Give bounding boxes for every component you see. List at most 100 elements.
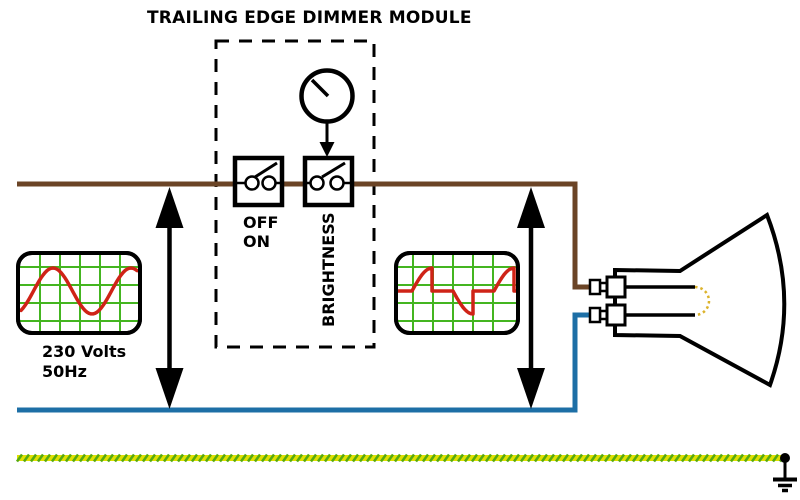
line — [120, 453, 129, 463]
line — [631, 453, 640, 463]
line — [428, 453, 437, 463]
line — [736, 453, 745, 463]
line — [351, 453, 360, 463]
line — [134, 453, 143, 463]
line — [750, 453, 759, 463]
rotary-knob-icon — [299, 68, 355, 124]
line — [771, 453, 780, 463]
line — [337, 453, 346, 463]
earth-wire-stripes — [15, 453, 787, 463]
double-headed-arrow-icon — [517, 187, 545, 409]
live-wire — [17, 181, 590, 290]
switch-label-on: ON — [243, 232, 270, 251]
knob-pointer — [310, 78, 330, 98]
spst-switch-icon — [232, 155, 285, 208]
line — [673, 453, 682, 463]
output-oscilloscope — [394, 251, 520, 335]
supply-frequency-label: 50Hz — [42, 362, 87, 381]
switch-lever — [321, 161, 346, 179]
lamp-terminal-neutral — [588, 303, 627, 327]
line — [57, 453, 66, 463]
earth-wire — [15, 453, 787, 463]
line — [127, 453, 136, 463]
line — [393, 453, 402, 463]
line — [757, 453, 766, 463]
line — [694, 453, 703, 463]
line — [190, 453, 199, 463]
line — [659, 453, 668, 463]
line — [743, 453, 752, 463]
input-waveform-trace — [20, 266, 138, 316]
line — [610, 453, 619, 463]
neutral-wire — [17, 312, 590, 413]
line — [113, 453, 122, 463]
line — [92, 453, 101, 463]
line — [323, 453, 332, 463]
line — [463, 453, 472, 463]
switch-lever — [254, 161, 278, 179]
line — [372, 453, 381, 463]
lamp-body — [613, 211, 787, 388]
brightness-switch-icon — [302, 155, 355, 208]
line — [491, 453, 500, 463]
line — [666, 453, 675, 463]
line — [253, 453, 262, 463]
line — [722, 453, 731, 463]
line — [183, 453, 192, 463]
line — [43, 453, 52, 463]
line — [498, 453, 507, 463]
line — [29, 453, 38, 463]
line — [169, 453, 178, 463]
line — [414, 453, 423, 463]
line — [162, 453, 171, 463]
line — [148, 453, 157, 463]
line — [484, 453, 493, 463]
line — [449, 453, 458, 463]
line — [687, 453, 696, 463]
line — [456, 453, 465, 463]
line — [141, 453, 150, 463]
lamp-terminal-live — [588, 275, 627, 299]
line — [764, 453, 773, 463]
line — [358, 453, 367, 463]
line — [78, 453, 87, 463]
brightness-label: BRIGHTNESS — [319, 212, 338, 327]
supply-voltage-label: 230 Volts — [42, 342, 127, 361]
line — [344, 453, 353, 463]
line — [575, 453, 584, 463]
line — [309, 453, 318, 463]
line — [680, 453, 689, 463]
line — [505, 453, 514, 463]
line — [652, 453, 661, 463]
line — [582, 453, 591, 463]
line — [15, 453, 24, 463]
line — [526, 453, 535, 463]
line — [22, 453, 31, 463]
line — [85, 453, 94, 463]
line — [316, 453, 325, 463]
line — [330, 453, 339, 463]
line — [407, 453, 416, 463]
line — [519, 453, 528, 463]
line — [295, 453, 304, 463]
line — [561, 453, 570, 463]
line — [281, 453, 290, 463]
line — [267, 453, 276, 463]
line — [211, 453, 220, 463]
line — [512, 453, 521, 463]
switch-label-off: OFF — [243, 213, 279, 232]
double-headed-arrow-icon — [155, 187, 184, 409]
line — [239, 453, 248, 463]
line — [708, 453, 717, 463]
line — [288, 453, 297, 463]
line — [442, 453, 451, 463]
dimmer-module-boundary — [214, 39, 376, 349]
line — [50, 453, 59, 463]
line — [400, 453, 409, 463]
scope-grid — [20, 255, 138, 331]
line — [386, 453, 395, 463]
line — [64, 453, 73, 463]
line — [365, 453, 374, 463]
lamp-icon — [588, 211, 787, 388]
